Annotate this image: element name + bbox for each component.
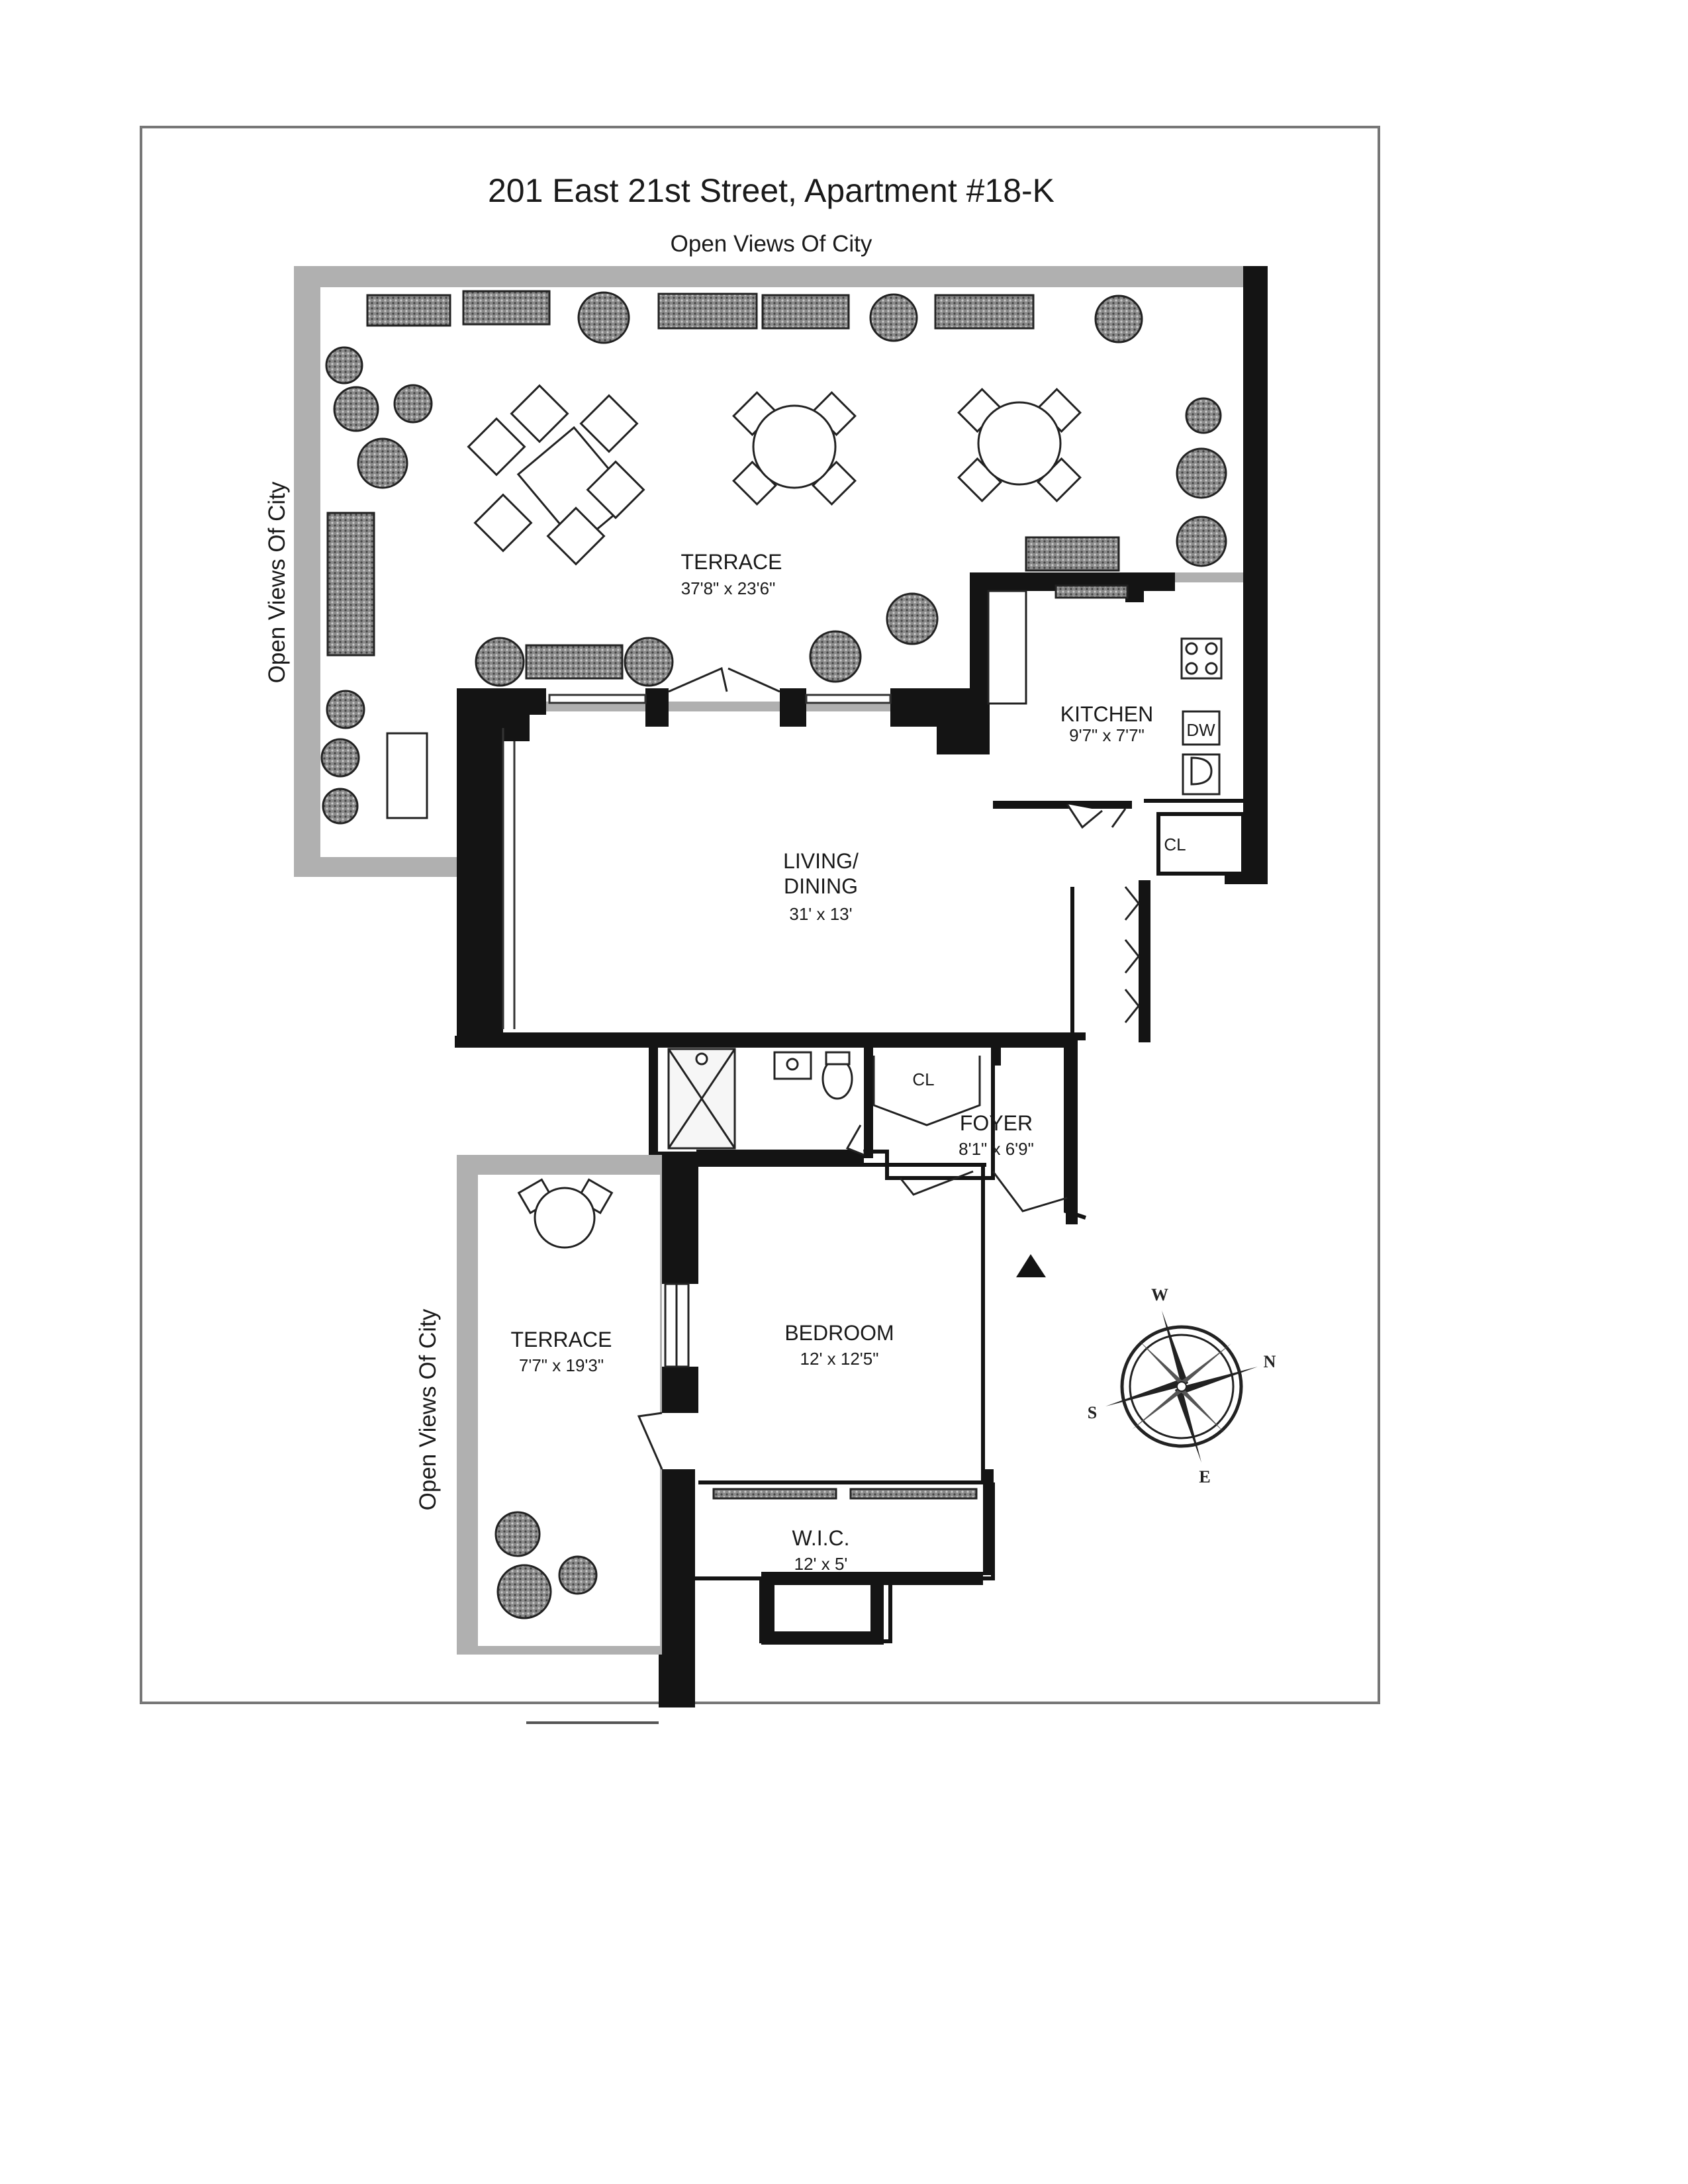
interior-walls: [457, 572, 1268, 1707]
wic-dims: 12' x 5': [794, 1554, 848, 1574]
top-planters: [366, 290, 1143, 344]
living-terrace-doors: [668, 666, 780, 693]
living-dims: 31' x 13': [789, 904, 852, 924]
left-view-label-main: Open Views Of City: [264, 481, 290, 683]
small-terrace-planters: [494, 1511, 598, 1619]
main-terrace-dims: 37'8" x 23'6": [681, 578, 776, 598]
foyer-dims: 8'1" x 6'9": [959, 1139, 1034, 1159]
foyer-closet-label: CL: [912, 1069, 934, 1089]
terrace-bistro-table-2: [957, 388, 1082, 502]
left-view-label-bedroom: Open Views Of City: [415, 1308, 441, 1510]
bottom-planters: [475, 592, 939, 687]
right-planters: [1025, 397, 1227, 572]
entry-arrow: [1016, 1254, 1046, 1277]
terrace-bistro-table-1: [732, 391, 857, 506]
kitchen-fixtures: [987, 584, 1223, 829]
bedroom-name: BEDROOM: [784, 1321, 894, 1345]
terrace-dining-set: [467, 384, 645, 566]
wall-outlines: [455, 799, 1245, 1643]
kitchen-dims: 9'7" x 7'7": [1069, 725, 1145, 745]
living-name-line2: DINING: [784, 874, 858, 898]
left-planters: [320, 346, 433, 825]
kitchen-name: KITCHEN: [1060, 702, 1153, 726]
kitchen-closet-label: CL: [1164, 835, 1186, 854]
compass-east-label: E: [1199, 1467, 1210, 1486]
bedroom-openings: [637, 1283, 978, 1500]
compass-west-label: W: [1151, 1285, 1168, 1304]
wic-name: W.I.C.: [792, 1526, 849, 1550]
plan-title: 201 East 21st Street, Apartment #18-K: [488, 172, 1055, 209]
page-frame: [140, 126, 1380, 1704]
living-name-line1: LIVING/: [783, 849, 859, 873]
small-terrace-name: TERRACE: [511, 1328, 612, 1351]
main-terrace-name: TERRACE: [681, 550, 782, 574]
top-view-label: Open Views Of City: [671, 231, 872, 257]
bathroom-fixtures: [667, 1048, 865, 1156]
small-terrace-bistro: [517, 1178, 614, 1249]
compass-rose-icon: [1105, 1310, 1258, 1463]
foyer-closet: [872, 1056, 1068, 1212]
bedroom-dims: 12' x 12'5": [800, 1349, 879, 1369]
foyer-name: FOYER: [960, 1111, 1033, 1135]
compass-south-label: S: [1088, 1403, 1097, 1422]
small-terrace-dims: 7'7" x 19'3": [519, 1355, 604, 1375]
living-windows: [502, 694, 892, 1029]
dishwasher-label: DW: [1186, 720, 1215, 740]
living-side-doors: [1124, 886, 1140, 1023]
compass-north-label: N: [1264, 1352, 1276, 1371]
